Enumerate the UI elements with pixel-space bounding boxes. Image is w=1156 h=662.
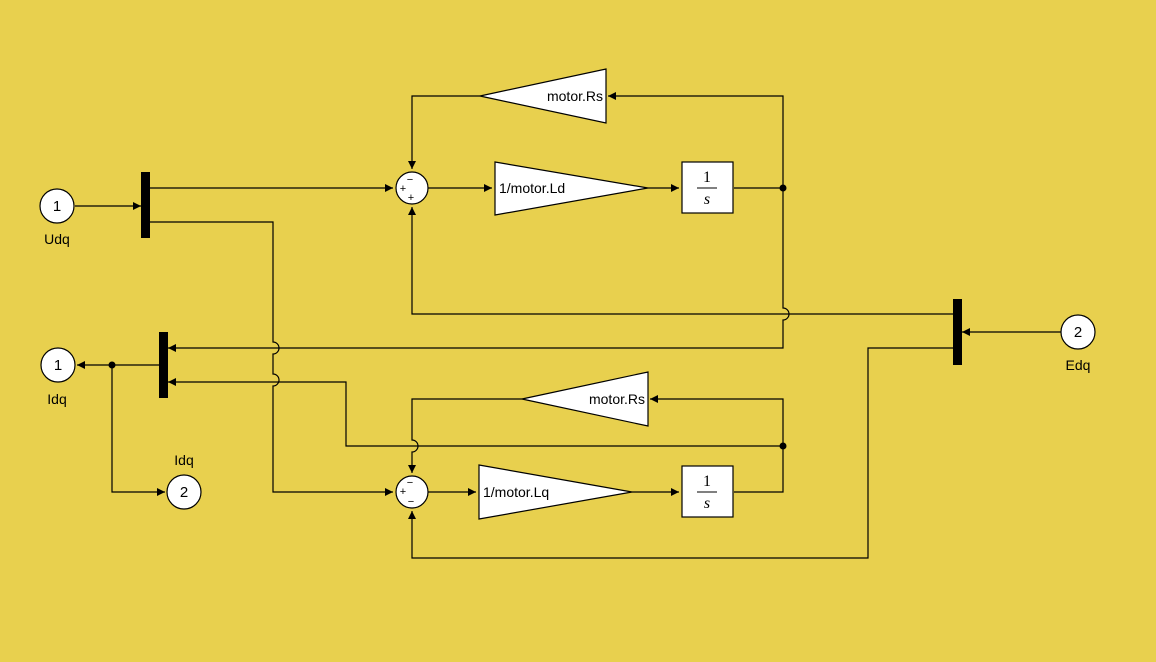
gain-ld-inverse-label: 1/motor.Ld (499, 180, 565, 196)
junction-dot-id (779, 184, 787, 192)
wire-integrator-q-out[interactable] (734, 446, 784, 493)
junction-dot-iq (779, 442, 787, 450)
outport-idq-2-label: Idq (174, 452, 193, 468)
integrator-d[interactable]: 1 s (681, 161, 734, 214)
wire-rs-top-to-sum-d[interactable] (408, 95, 480, 169)
sum-d-shape[interactable] (395, 171, 429, 205)
outport-idq-2-number: 2 (180, 484, 188, 501)
inport-udq-shape[interactable] (39, 188, 75, 224)
signal-wires (75, 92, 1061, 559)
inport-edq-shape[interactable] (1060, 314, 1096, 350)
gain-lq-inverse-shape[interactable] (478, 464, 633, 520)
wire-rs-bottom-to-sum-q[interactable] (408, 398, 522, 473)
integrator-q-shape[interactable] (681, 465, 734, 518)
sum-q-left-sign: + (400, 486, 406, 498)
sum-q-bottom-sign: − (408, 496, 414, 508)
integrator-d-numerator: 1 (703, 169, 711, 186)
wire-id-to-rs-top[interactable] (608, 92, 784, 188)
sum-d-top-sign: − (407, 174, 413, 186)
sum-q-top-sign: − (407, 477, 413, 489)
integrator-d-denominator: s (704, 191, 710, 208)
sum-d-bottom-sign: + (408, 192, 414, 204)
demux-edq[interactable] (953, 299, 962, 365)
integrator-q-numerator: 1 (703, 473, 711, 490)
outport-idq-1-shape[interactable] (40, 347, 76, 383)
wire-eq-to-sum-q[interactable] (408, 347, 953, 559)
outport-idq-2-shape[interactable] (166, 474, 202, 510)
sum-d-left-sign: + (400, 183, 406, 195)
gain-rs-top-shape[interactable] (479, 68, 607, 124)
inport-udq[interactable]: 1 Udq (39, 188, 75, 247)
inport-edq[interactable]: 2 Edq (1060, 314, 1096, 373)
sum-q-block[interactable]: − + − (395, 475, 429, 509)
wire-ed-to-sum-d[interactable] (408, 207, 953, 315)
wire-id-to-mux[interactable] (168, 188, 790, 352)
demux-udq[interactable] (141, 172, 150, 238)
gain-rs-bottom-shape[interactable] (521, 371, 649, 427)
mux-idq[interactable] (159, 332, 168, 398)
integrator-q[interactable]: 1 s (681, 465, 734, 518)
gain-rs-bottom[interactable]: motor.Rs (521, 371, 649, 427)
gain-ld-inverse-shape[interactable] (494, 161, 649, 216)
outport-idq-1[interactable]: 1 Idq (40, 347, 76, 407)
wire-mux-to-idq-out2[interactable] (111, 365, 165, 496)
outport-idq-1-number: 1 (54, 357, 62, 374)
outport-idq-2[interactable]: 2 Idq (166, 452, 202, 510)
gain-lq-inverse-label: 1/motor.Lq (483, 484, 549, 500)
sum-d-block[interactable]: − + + (395, 171, 429, 205)
gain-ld-inverse[interactable]: 1/motor.Ld (494, 161, 649, 216)
inport-udq-number: 1 (53, 198, 61, 215)
integrator-q-denominator: s (704, 495, 710, 512)
inport-udq-label: Udq (44, 231, 70, 247)
inport-edq-label: Edq (1066, 357, 1091, 373)
sum-q-shape[interactable] (395, 475, 429, 509)
gain-lq-inverse[interactable]: 1/motor.Lq (478, 464, 633, 520)
inport-edq-number: 2 (1074, 324, 1082, 341)
gain-rs-top[interactable]: motor.Rs (479, 68, 607, 124)
gain-rs-bottom-label: motor.Rs (589, 391, 645, 407)
wire-iq-to-rs-bottom[interactable] (650, 395, 784, 446)
wire-iq-to-mux[interactable] (168, 378, 783, 447)
junction-dot-idq (108, 361, 116, 369)
gain-rs-top-label: motor.Rs (547, 88, 603, 104)
outport-idq-1-label: Idq (47, 391, 66, 407)
wire-uq-to-sum-q[interactable] (150, 221, 393, 496)
